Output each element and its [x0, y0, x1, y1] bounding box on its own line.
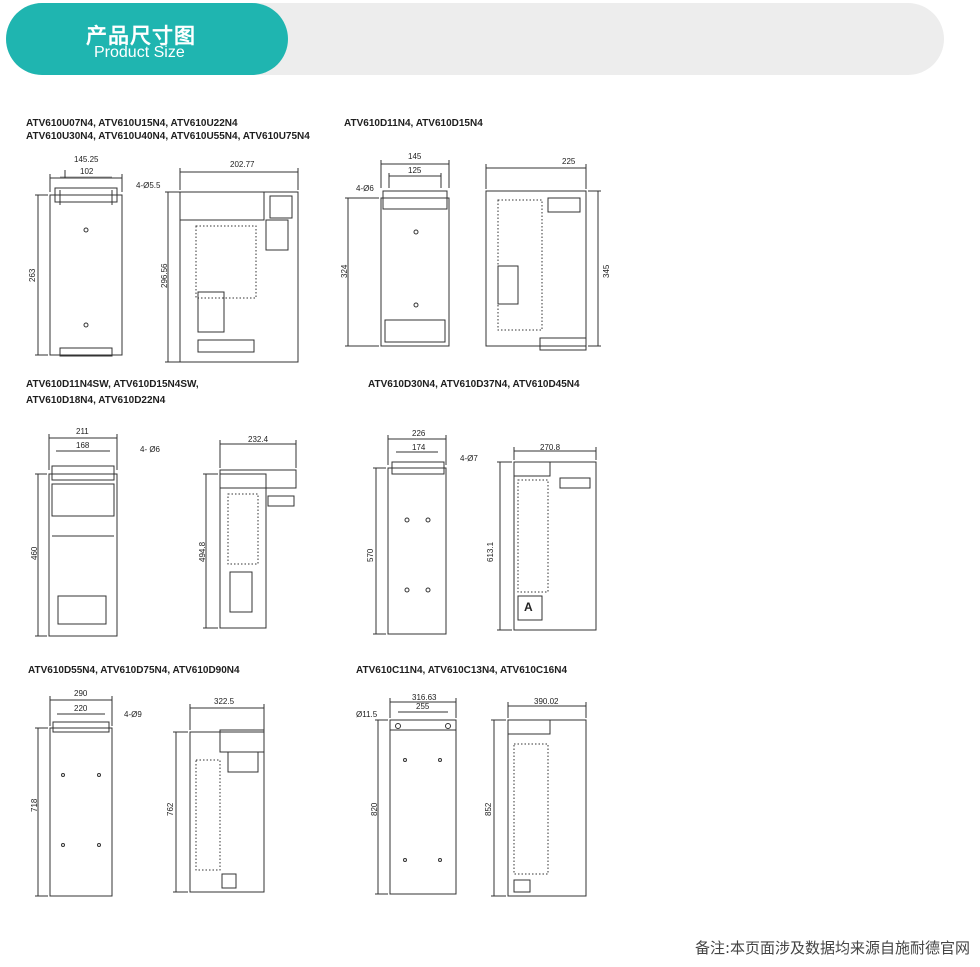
dim-g3-holes: 4- Ø6 [140, 445, 161, 454]
side-letter-a: A [524, 600, 533, 614]
drawing-g6-side [491, 702, 587, 897]
dim-g1-front-inner: 102 [80, 167, 94, 176]
drawing-g4-side [497, 447, 597, 631]
dim-g5-front-height: 718 [30, 798, 39, 812]
dim-g6-front-inner: 255 [416, 702, 430, 711]
dim-g2-side-height: 345 [602, 264, 611, 278]
caption-g6-line1: ATV610C11N4, ATV610C13N4, ATV610C16N4 [356, 665, 568, 676]
dim-g5-holes: 4-Ø9 [124, 710, 142, 719]
dim-g1-side-height: 296.56 [160, 263, 169, 288]
dim-g2-front-inner: 125 [408, 166, 422, 175]
drawing-g5-front [35, 696, 113, 897]
page-subtitle: Product Size [94, 44, 185, 61]
caption-g5-line1: ATV610D55N4, ATV610D75N4, ATV610D90N4 [28, 665, 240, 676]
dim-g6-side-height: 852 [484, 802, 493, 816]
dim-g3-side-width: 232.4 [248, 435, 269, 444]
drawing-g5-side [173, 704, 265, 893]
dim-g6-front-height: 820 [370, 802, 379, 816]
drawing-g4-front [373, 435, 447, 635]
caption-g4-line1: ATV610D30N4, ATV610D37N4, ATV610D45N4 [368, 379, 580, 390]
drawing-g1-front [35, 170, 123, 357]
caption-g1-line2: ATV610U30N4, ATV610U40N4, ATV610U55N4, A… [26, 131, 310, 142]
dim-g2-front-height: 324 [340, 264, 349, 278]
caption-g3-line2: ATV610D18N4, ATV610D22N4 [26, 395, 166, 406]
dim-g5-side-height: 762 [166, 802, 175, 816]
dim-g1-front-width: 145.25 [74, 155, 99, 164]
dim-g5-side-width: 322.5 [214, 697, 235, 706]
dim-g6-side-width: 390.02 [534, 697, 559, 706]
dim-g5-front-inner: 220 [74, 704, 88, 713]
drawing-g1-side [165, 168, 299, 363]
dim-g3-front-inner: 168 [76, 441, 90, 450]
dim-g4-side-height: 613.1 [486, 541, 495, 562]
dim-g3-side-height: 494.8 [198, 541, 207, 562]
drawing-g2-front [345, 160, 450, 347]
dim-g4-holes: 4-Ø7 [460, 454, 478, 463]
header-pill [6, 3, 288, 75]
footer-note: 备注:本页面涉及数据均来源自施耐德官网 [694, 939, 970, 957]
drawing-g6-front [375, 698, 457, 895]
drawing-g3-side [203, 440, 297, 629]
caption-g1-line1: ATV610U07N4, ATV610U15N4, ATV610U22N4 [26, 118, 238, 129]
caption-g2-line1: ATV610D11N4, ATV610D15N4 [344, 118, 483, 129]
dim-g5-front-width: 290 [74, 689, 88, 698]
drawing-g2-side [485, 164, 601, 351]
dim-g1-front-height: 263 [28, 268, 37, 282]
dim-g3-front-height: 460 [30, 546, 39, 560]
dim-g2-holes: 4-Ø6 [356, 184, 374, 193]
dim-g4-side-width: 270.8 [540, 443, 561, 452]
dim-g2-side-width: 225 [562, 157, 576, 166]
dim-g4-front-inner: 174 [412, 443, 426, 452]
drawing-g3-front [35, 434, 118, 637]
dim-g6-holes: Ø11.5 [356, 710, 378, 719]
dim-g6-front-width: 316.63 [412, 693, 437, 702]
dim-g4-front-width: 226 [412, 429, 426, 438]
dim-g3-front-width: 211 [76, 427, 89, 436]
dim-g4-front-height: 570 [366, 548, 375, 562]
dim-g2-front-width: 145 [408, 152, 422, 161]
caption-g3-line1: ATV610D11N4SW, ATV610D15N4SW, [26, 379, 199, 390]
dim-g1-holes: 4-Ø5.5 [136, 181, 161, 190]
page-title: 产品尺寸图 [86, 24, 196, 48]
dim-g1-side-width: 202.77 [230, 160, 255, 169]
